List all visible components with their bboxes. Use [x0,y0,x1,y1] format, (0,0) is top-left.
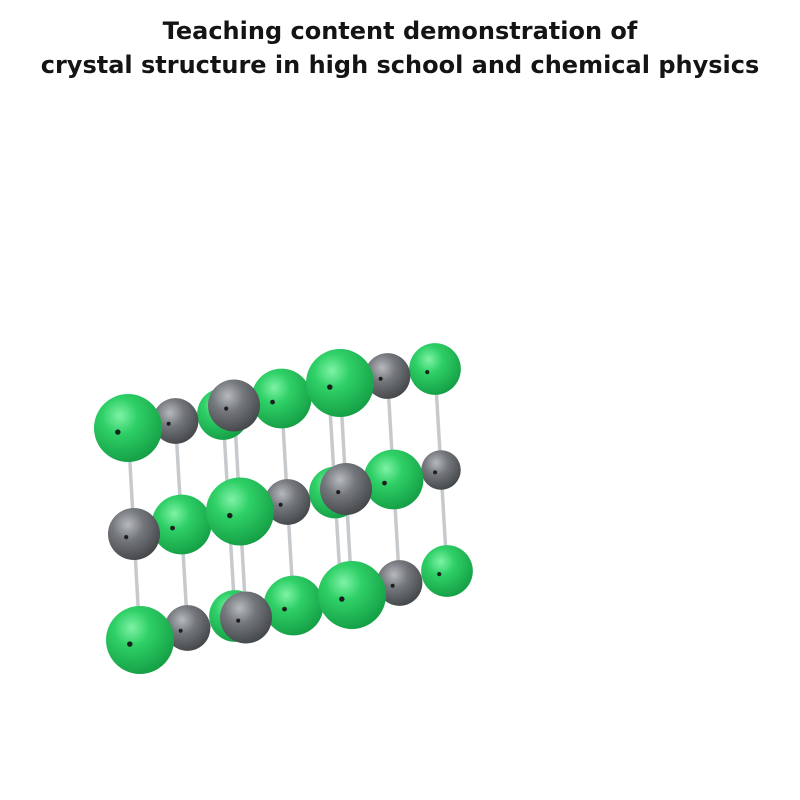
atom-hole [227,512,233,519]
caption: Teaching content demonstration of crysta… [0,14,800,82]
atom-hole [170,525,175,531]
atom-hole [278,502,283,507]
green-atom [263,575,324,636]
atom-hole [425,370,430,375]
gray-atom [421,450,461,490]
atom-hole [339,596,345,602]
caption-line-2: crystal structure in high school and che… [40,51,760,79]
green-atom [363,449,424,510]
gray-atom [152,398,199,444]
atom-hole [178,628,183,633]
gray-atom [164,605,211,651]
atom-hole [270,399,275,405]
green-atom [106,606,174,674]
atom-hole [115,429,121,435]
atom-hole [236,618,241,623]
gray-atom [220,591,272,644]
green-atom [94,394,162,462]
atom-hole [433,470,438,475]
green-atom [151,494,212,555]
green-atom [306,349,374,417]
atom-hole [327,384,333,390]
atom-hole [166,421,171,426]
atom-hole [224,406,229,411]
atom-layer [94,343,473,674]
atom-hole [124,535,129,540]
green-atom [409,343,461,395]
atom-hole [127,641,133,647]
caption-line-1: Teaching content demonstration of [162,17,638,45]
green-atom [206,477,274,546]
atom-hole [390,583,395,588]
green-atom [421,545,473,597]
atom-hole [378,376,383,381]
atom-hole [336,490,341,495]
atom-hole [282,606,287,612]
gray-atom [208,379,260,432]
gray-atom [264,479,311,525]
gray-atom [364,353,411,399]
gray-atom [376,560,423,606]
atom-hole [437,572,442,577]
green-atom [318,561,386,629]
green-atom [251,368,312,429]
atom-hole [382,480,387,486]
gray-atom [320,463,372,515]
gray-atom [108,508,160,560]
